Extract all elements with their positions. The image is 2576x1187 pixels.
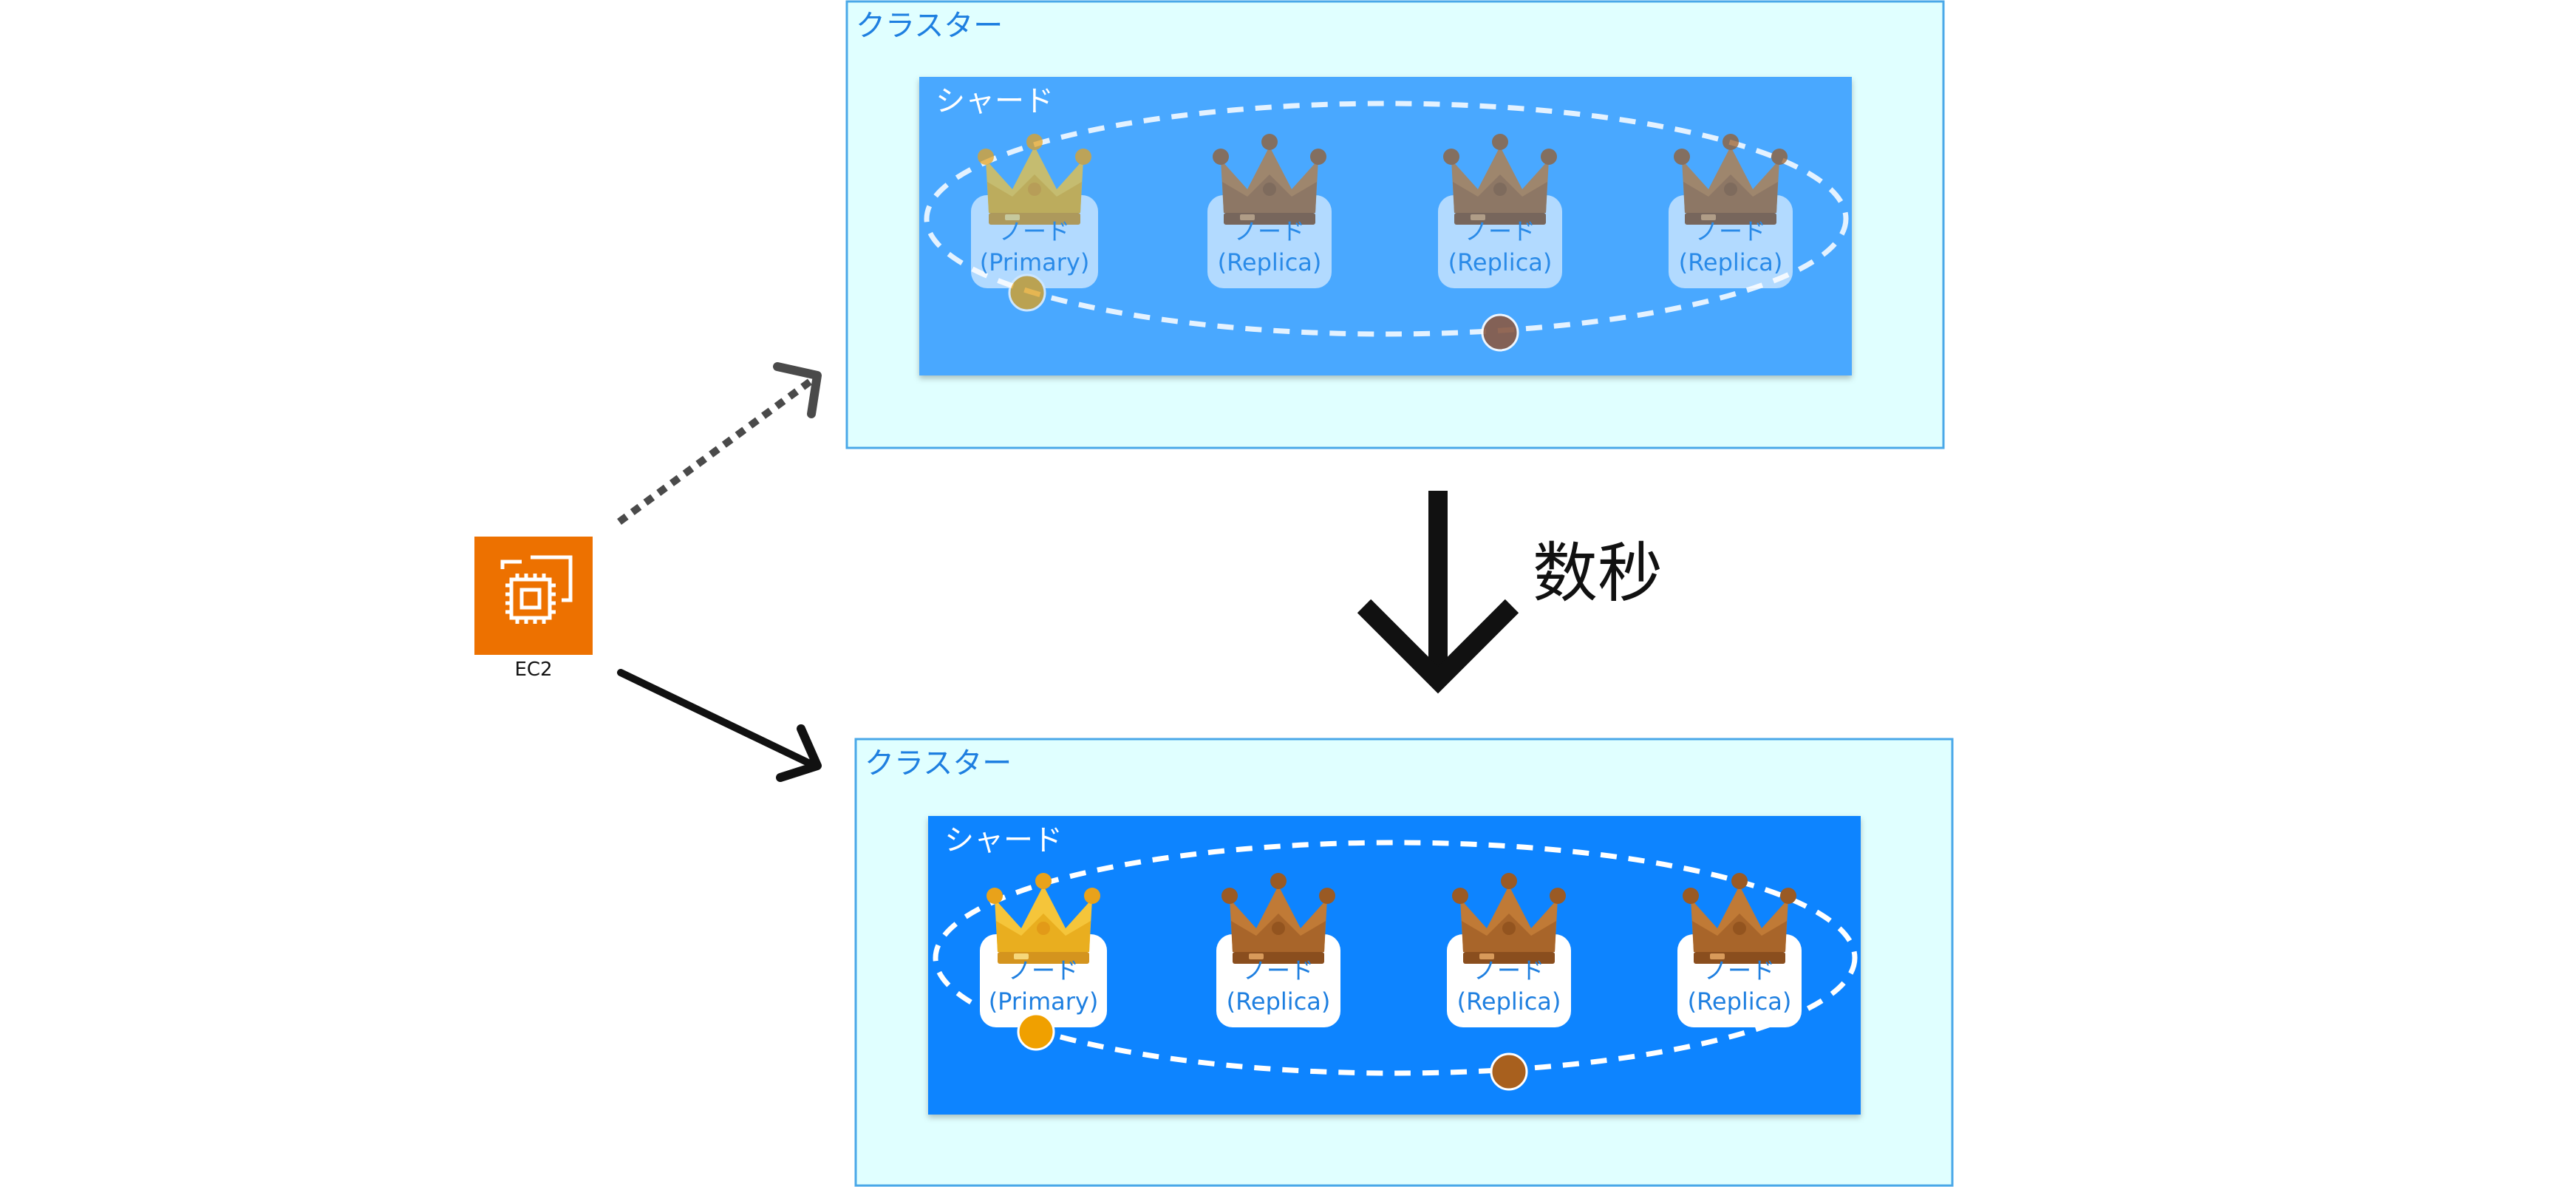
node-replica: ノード (Replica): [1669, 134, 1793, 288]
node-replica: ノード (Replica): [1677, 873, 1802, 1027]
replica-group-outline: [933, 840, 1858, 1076]
node-replica: ノード (Replica): [1216, 873, 1340, 1027]
node-role: (Replica): [1218, 248, 1322, 276]
replica-endpoint-dot: [1490, 1052, 1528, 1091]
node-primary: ノード (Primary): [971, 134, 1098, 312]
node-role: (Primary): [980, 248, 1090, 276]
node-title: ノード: [1465, 217, 1536, 245]
cluster-label: クラスター: [865, 746, 1012, 780]
transition-label: 数秒: [1533, 535, 1663, 611]
dotted-connection-arrow: [617, 362, 822, 526]
node-role: (Replica): [1227, 987, 1331, 1016]
cluster-label: クラスター: [856, 9, 1003, 43]
primary-endpoint-dot: [1017, 1013, 1055, 1051]
node-title: ノード: [1243, 956, 1314, 984]
solid-connection-arrow: [617, 669, 822, 782]
chip-icon: [500, 555, 573, 624]
node-role: (Primary): [989, 987, 1099, 1016]
node-role: (Replica): [1457, 987, 1561, 1016]
node-title: ノード: [999, 217, 1070, 245]
replica-group-outline: [924, 101, 1849, 337]
transition-down-arrow: [1357, 491, 1519, 694]
node-role: (Replica): [1448, 248, 1553, 276]
node-title: ノード: [1234, 217, 1305, 245]
cluster-before: クラスター シャード ノード (Primary) ノード (Replica): [845, 0, 1945, 449]
node-replica: ノード (Replica): [1447, 873, 1571, 1027]
node-title: ノード: [1695, 217, 1766, 245]
node-role: (Replica): [1679, 248, 1783, 276]
node-replica: ノード (Replica): [1207, 134, 1332, 288]
shard-after: シャード ノード (Primary) ノード (Replica): [928, 816, 1861, 1115]
shard-label: シャード: [936, 84, 1054, 118]
node-role: (Replica): [1688, 987, 1792, 1016]
cluster-after: クラスター シャード ノード (Primary) ノード (Replica): [854, 738, 1954, 1187]
ec2-icon: [474, 537, 593, 655]
ec2-node: EC2: [474, 537, 593, 681]
shard-label: シャード: [944, 823, 1063, 857]
node-replica: ノード (Replica): [1438, 134, 1562, 288]
node-title: ノード: [1008, 956, 1079, 984]
node-primary: ノード (Primary): [980, 873, 1107, 1051]
ec2-label: EC2: [514, 659, 552, 681]
node-title: ノード: [1704, 956, 1775, 984]
primary-endpoint-dot: [1008, 273, 1046, 312]
shard-before: シャード ノード (Primary) ノード (Replica): [919, 77, 1852, 375]
node-title: ノード: [1473, 956, 1544, 984]
replica-endpoint-dot: [1481, 313, 1519, 352]
